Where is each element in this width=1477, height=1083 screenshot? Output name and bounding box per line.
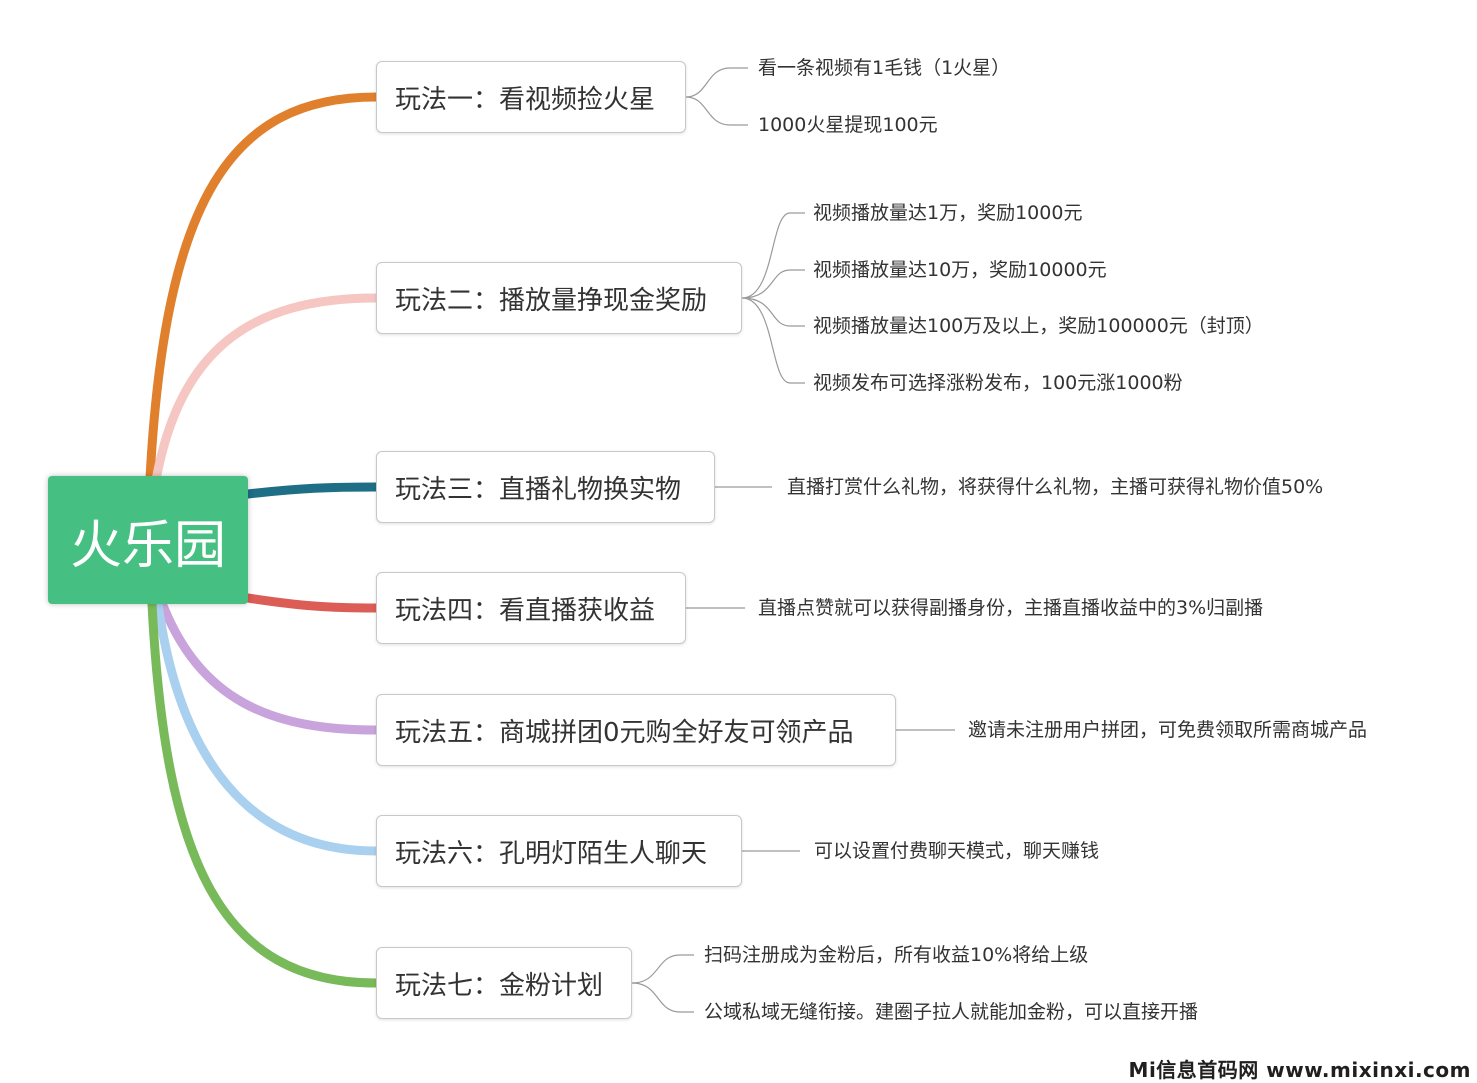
leaf-7-1: 扫码注册成为金粉后，所有收益10%将给上级 [704,944,1089,966]
branch-label: 玩法一：看视频捡火星 [395,84,656,115]
link-b5 [157,598,381,735]
branch-node-5[interactable]: 玩法五：商城拼团0元购全好友可领产品 [376,694,896,766]
branch-label: 玩法三：直播礼物换实物 [395,474,682,505]
leaf-1-1: 看一条视频有1毛钱（1火星） [758,57,1011,79]
link-b2 [151,293,381,485]
branch-node-4[interactable]: 玩法四：看直播获收益 [376,572,686,644]
watermark-text: Mi信息首码网 www.mixinxi.com [1126,1054,1473,1082]
link-b7 [147,599,381,988]
branch-label: 玩法五：商城拼团0元购全好友可领产品 [395,717,854,748]
branch-label: 玩法六：孔明灯陌生人聊天 [395,838,708,869]
branch-node-1[interactable]: 玩法一：看视频捡火星 [376,61,686,133]
link-b6 [153,599,381,856]
leaf-link-b1 [685,67,748,126]
branch-label: 玩法四：看直播获收益 [395,595,656,626]
branch-label: 玩法七：金粉计划 [395,970,604,1001]
leaf-6-1: 可以设置付费聊天模式，聊天赚钱 [814,840,1100,862]
branch-node-6[interactable]: 玩法六：孔明灯陌生人聊天 [376,815,742,887]
leaf-1-2: 1000火星提现100元 [758,114,938,136]
link-b1 [145,92,381,483]
leaf-2-4: 视频发布可选择涨粉发布，100元涨1000粉 [813,372,1183,394]
link-b3 [243,482,381,499]
link-b4 [243,593,381,613]
leaf-7-2: 公域私域无缝衔接。建圈子拉人就能加金粉，可以直接开播 [704,1001,1199,1023]
leaf-2-3: 视频播放量达100万及以上，奖励100000元（封顶） [813,315,1264,337]
leaf-5-1: 邀请未注册用户拼团，可免费领取所需商城产品 [968,719,1368,741]
leaf-4-1: 直播点赞就可以获得副播身份，主播直播收益中的3%归副播 [758,597,1264,619]
leaf-link-b7 [631,954,694,1013]
branch-node-7[interactable]: 玩法七：金粉计划 [376,947,632,1019]
leaf-2-1: 视频播放量达1万，奖励1000元 [813,202,1083,224]
branch-node-2[interactable]: 玩法二：播放量挣现金奖励 [376,262,742,334]
leaf-3-1: 直播打赏什么礼物，将获得什么礼物，主播可获得礼物价值50% [787,476,1324,498]
branch-label: 玩法二：播放量挣现金奖励 [395,285,708,316]
leaf-link-b2 [741,212,805,384]
root-node[interactable]: 火乐园 [48,476,248,604]
leaf-2-2: 视频播放量达10万，奖励10000元 [813,259,1107,281]
branch-node-3[interactable]: 玩法三：直播礼物换实物 [376,451,715,523]
root-label: 火乐园 [69,515,226,576]
